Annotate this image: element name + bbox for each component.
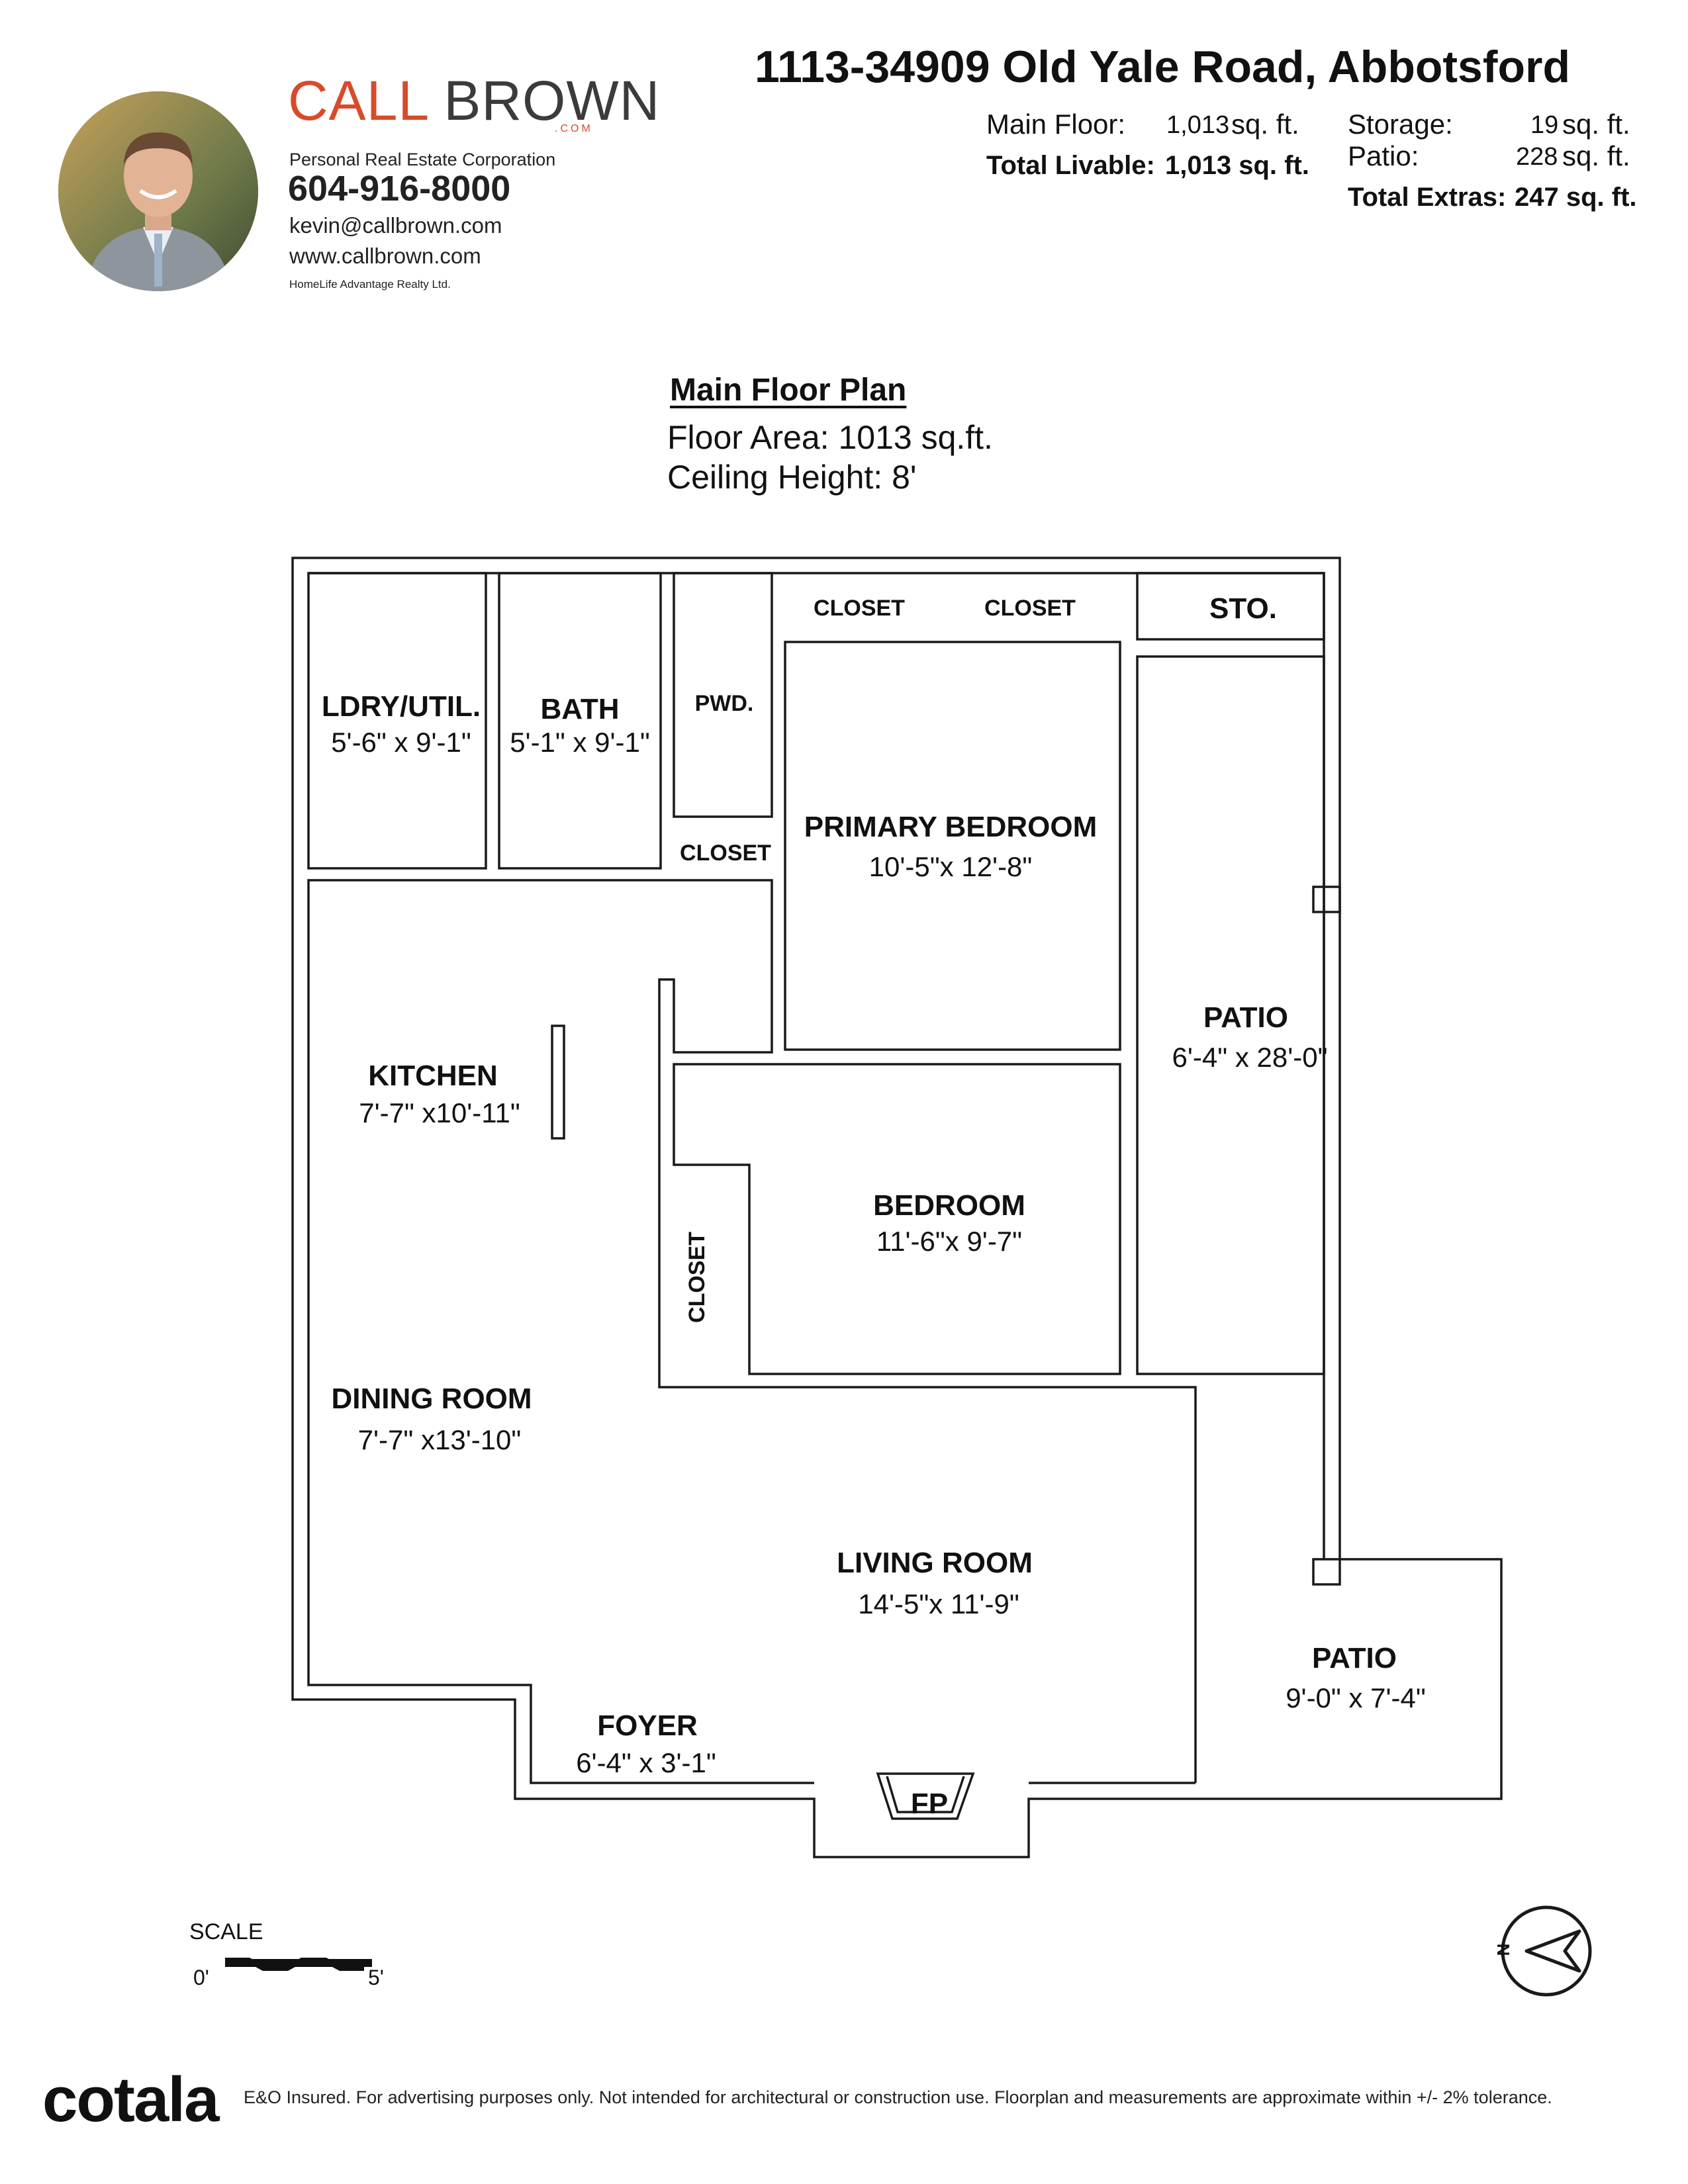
property-address: 1113-34909 Old Yale Road, Abbotsford (755, 42, 1571, 92)
storage-room (1136, 572, 1325, 641)
patio-unit: sq. ft. (1562, 140, 1630, 171)
agent-phone: 604-916-8000 (288, 169, 511, 208)
total-livable-label: Total Livable: (986, 151, 1155, 180)
main-floor-unit: sq. ft. (1231, 109, 1299, 140)
dims-foyer: 6'-4" x 3'-1" (576, 1747, 716, 1778)
laundry-room (307, 572, 487, 870)
label-primary-bedroom: PRIMARY BEDROOM (804, 811, 1097, 843)
label-powder: PWD. (695, 691, 754, 716)
dims-laundry: 5'-6" x 9'-1" (331, 727, 471, 758)
total-extras-value: 247 sq. ft. (1515, 183, 1637, 212)
brand-logo-suffix: .COM (555, 123, 593, 134)
main-floor-label: Main Floor: (986, 109, 1126, 140)
main-floor-value: 1,013 (1166, 111, 1230, 139)
storage-value: 19 (1530, 111, 1559, 139)
fireplace-hearth (876, 1772, 975, 1820)
dims-patio-1: 6'-4" x 28'-0" (1172, 1042, 1328, 1073)
storage-label: Storage: (1348, 109, 1453, 140)
scale-label: SCALE (189, 1919, 263, 1944)
dims-patio-2: 9'-0" x 7'-4" (1286, 1682, 1426, 1713)
patio-post (1312, 886, 1341, 913)
patio-post (1312, 1558, 1341, 1586)
label-storage: STO. (1209, 592, 1277, 625)
patio-long (1136, 655, 1325, 1375)
dims-living-room: 14'-5"x 11'-9" (858, 1588, 1019, 1619)
dims-primary-bedroom: 10'-5"x 12'-8" (869, 851, 1033, 882)
scale-bar (225, 1958, 372, 1971)
kitchen-counter (551, 1024, 565, 1140)
cotala-logo: cotala (42, 2064, 219, 2135)
brand-logo: CALL BROWN (288, 69, 661, 132)
dims-kitchen: 7'-7" x10'-11" (359, 1097, 520, 1128)
label-patio-1: PATIO (1203, 1001, 1288, 1034)
scale-max: 5' (368, 1966, 384, 1989)
label-foyer: FOYER (597, 1709, 698, 1742)
patio-value: 228 (1516, 143, 1558, 171)
total-livable-value: 1,013 sq. ft. (1165, 151, 1309, 180)
compass-icon: N (1493, 1905, 1592, 1997)
label-kitchen: KITCHEN (368, 1060, 498, 1092)
agent-website: www.callbrown.com (289, 244, 481, 268)
bath-room (498, 572, 662, 870)
primary-bedroom (784, 641, 1121, 1051)
plan-ceiling-height: Ceiling Height: 8' (667, 459, 917, 496)
dims-dining-room: 7'-7" x13'-10" (358, 1424, 522, 1455)
dims-bath: 5'-1" x 9'-1" (510, 727, 650, 758)
agent-email: kevin@callbrown.com (289, 213, 502, 238)
agent-corporation: Personal Real Estate Corporation (289, 150, 556, 169)
label-bedroom: BEDROOM (873, 1189, 1025, 1222)
bedroom (673, 1063, 1121, 1375)
agent-brokerage: HomeLife Advantage Realty Ltd. (289, 278, 451, 291)
label-closet-1: CLOSET (814, 596, 905, 621)
agent-photo (58, 91, 258, 291)
total-extras-label: Total Extras: (1348, 183, 1507, 212)
label-laundry: LDRY/UTIL. (322, 690, 481, 723)
scale-min: 0' (193, 1966, 209, 1989)
outer-wall (291, 557, 1503, 1858)
dims-bedroom: 11'-6"x 9'-7" (876, 1226, 1022, 1257)
label-patio-2: PATIO (1312, 1642, 1397, 1674)
label-dining-room: DINING ROOM (331, 1383, 532, 1415)
label-closet-4: CLOSET (684, 1232, 710, 1323)
powder-room (673, 572, 773, 818)
label-living-room: LIVING ROOM (837, 1547, 1033, 1579)
disclaimer: E&O Insured. For advertising purposes on… (244, 2087, 1552, 2107)
patio-label: Patio: (1348, 140, 1419, 171)
label-closet-2: CLOSET (984, 596, 1076, 621)
compass-letter: N (1493, 1944, 1513, 1956)
label-fireplace: FP (911, 1788, 948, 1820)
label-bath: BATH (541, 693, 620, 725)
label-closet-3: CLOSET (680, 841, 771, 866)
plan-title: Main Floor Plan (670, 373, 907, 408)
plan-floor-area: Floor Area: 1013 sq.ft. (667, 419, 993, 456)
storage-unit: sq. ft. (1562, 109, 1630, 140)
fireplace-inner (886, 1776, 965, 1813)
